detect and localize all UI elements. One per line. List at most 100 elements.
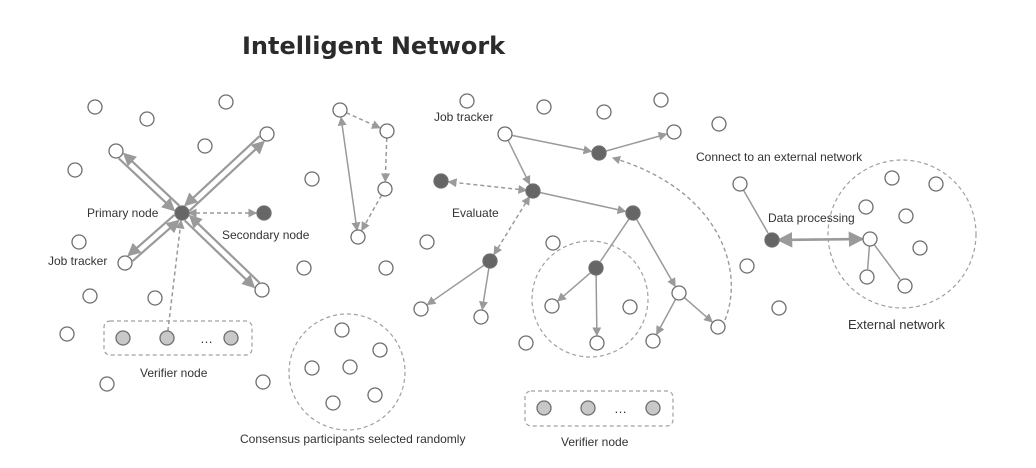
external-network-label: External network [848, 317, 945, 332]
node-n-l17 [255, 374, 271, 390]
edge-feedback-curve [611, 156, 732, 321]
node-n-l10 [71, 234, 87, 250]
node-m12 [419, 234, 435, 250]
verifier-node-v-l2 [159, 330, 175, 346]
node-x5 [862, 231, 878, 247]
node-n-l5 [108, 143, 124, 159]
node-x6 [912, 240, 928, 256]
node-m2 [536, 99, 552, 115]
edge-m10-m11 [539, 191, 627, 215]
node-n-t1 [332, 102, 348, 118]
page-title: Intelligent Network [242, 32, 506, 60]
node-n-l16 [99, 376, 115, 392]
edge-e2-x5 [776, 231, 865, 248]
node-m26 [771, 300, 787, 316]
node-n-l6 [197, 138, 213, 154]
node-n-l11 [117, 255, 133, 271]
node-n-l4 [67, 162, 83, 178]
job-tracker-left-label: Job tracker [48, 254, 107, 268]
node-n-l1 [87, 99, 103, 115]
labels-layer: Primary node Secondary node Job tracker … [48, 110, 945, 449]
node-c3 [304, 360, 320, 376]
verifier-ellipsis-left: … [200, 331, 213, 346]
edge-n-l8-n-l12 [183, 219, 256, 289]
edge-n-t1-n-t2 [346, 112, 381, 129]
node-n-l3 [218, 94, 234, 110]
node-n-t3 [377, 181, 393, 197]
edge-x5-x8 [873, 244, 901, 281]
edge-n-l8-n-l7 [188, 140, 265, 212]
node-x8 [897, 278, 913, 294]
edges-layer [117, 112, 901, 337]
node-m22 [671, 285, 687, 301]
edge-m7-m8 [605, 131, 668, 152]
edge-m6-m10 [507, 139, 531, 186]
node-n-m2 [296, 260, 312, 276]
job-tracker-mid-label: Job tracker [434, 110, 493, 124]
node-n-l2 [139, 111, 155, 127]
active-node-n-l8 [174, 205, 190, 221]
edge-n-l8-n-l11 [127, 214, 176, 257]
active-node-n-l9 [256, 205, 272, 221]
verifier-ellipsis-mid: … [614, 401, 627, 416]
node-m19 [544, 298, 560, 314]
consensus-label: Consensus participants selected randomly [240, 432, 465, 446]
node-n-l12 [254, 282, 270, 298]
node-m25 [710, 319, 726, 335]
node-n-l15 [59, 326, 75, 342]
node-c2 [372, 342, 388, 358]
edge-m6-m7 [511, 134, 593, 155]
node-c5 [325, 395, 341, 411]
node-x4 [898, 208, 914, 224]
node-n-m1 [304, 171, 320, 187]
node-x7 [859, 269, 875, 285]
node-m20 [622, 299, 638, 315]
edge-m14-m17 [479, 267, 490, 311]
node-x3 [858, 199, 874, 215]
verifier-node-mid-label: Verifier node [561, 435, 629, 449]
node-n-l7 [259, 126, 275, 142]
edge-x5-x7 [866, 245, 871, 270]
active-node-m14 [482, 253, 498, 269]
active-node-m9 [433, 173, 449, 189]
node-m16 [413, 301, 429, 317]
edge-m10-m14 [493, 195, 531, 256]
edge-m18-m21 [592, 274, 602, 337]
consensus-group [288, 313, 406, 431]
edge-n-l11-n-l8 [131, 219, 180, 262]
node-m6 [497, 126, 513, 142]
evaluate-label: Evaluate [452, 206, 499, 220]
node-n-l13 [82, 288, 98, 304]
node-c6 [367, 387, 383, 403]
active-node-m11 [625, 205, 641, 221]
active-node-e2 [764, 232, 780, 248]
nodes-layer [59, 92, 944, 416]
edge-m22-m24 [656, 298, 677, 336]
edge-m10-m9 [447, 178, 528, 194]
edge-e1-e2 [742, 189, 769, 234]
verifier-group-left [103, 320, 253, 356]
edge-m11-m22 [635, 218, 676, 288]
node-m23 [518, 335, 534, 351]
edge-m18-m19 [557, 272, 592, 302]
node-c4 [342, 359, 358, 375]
node-m21 [589, 335, 605, 351]
node-m8 [666, 124, 682, 140]
node-m24 [645, 333, 661, 349]
edge-v-l2-n-l8 [167, 219, 185, 332]
node-x1 [884, 170, 900, 186]
node-e1 [732, 176, 748, 192]
verifier-node-left-label: Verifier node [140, 366, 208, 380]
verifier-node-v-m2 [580, 400, 596, 416]
node-n-t4 [350, 229, 366, 245]
edge-n-l8-n-l5 [122, 152, 181, 207]
edge-m22-m25 [683, 297, 713, 323]
edge-n-l7-n-l8 [184, 135, 261, 207]
edge-m14-m16 [426, 264, 485, 306]
verifier-node-v-l1 [115, 330, 131, 346]
connect-external-label: Connect to an external network [696, 150, 863, 164]
active-node-m7 [591, 145, 607, 161]
verifier-node-v-m1 [536, 400, 552, 416]
